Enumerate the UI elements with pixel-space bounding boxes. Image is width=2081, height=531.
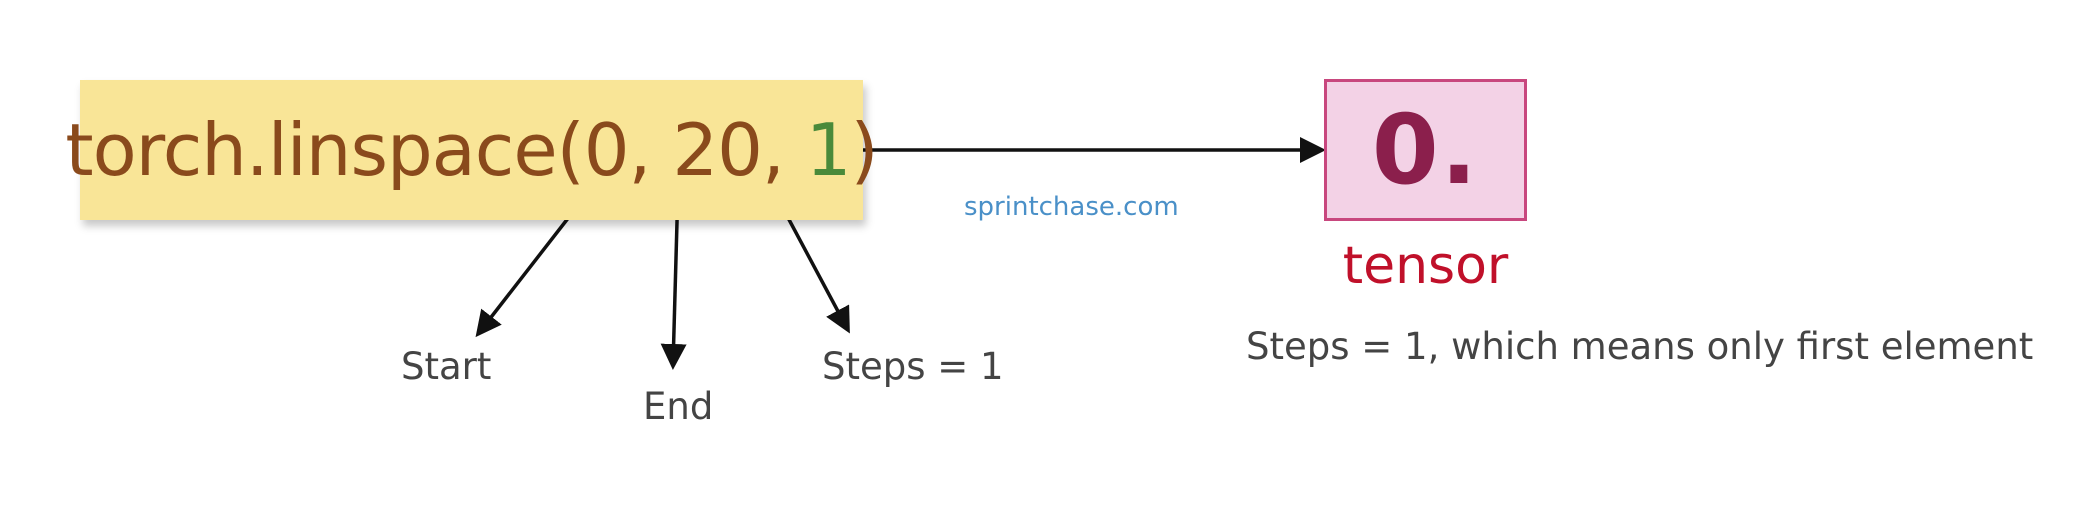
watermark: sprintchase.com [964, 192, 1179, 222]
tensor-value: 0. [1371, 94, 1480, 206]
code-box: torch.linspace(0, 20, 1) [65, 80, 879, 220]
end-label: End [643, 385, 714, 428]
code-prefix: torch.linspace(0, 20, [65, 108, 806, 192]
steps-label: Steps = 1 [822, 345, 1004, 388]
code-expression: torch.linspace(0, 20, 1) [65, 108, 879, 192]
code-suffix: ) [850, 108, 879, 192]
tensor-label: tensor [1342, 236, 1509, 296]
tensor-output-box: 0. [1324, 79, 1527, 221]
steps-note: Steps = 1, which means only first elemen… [1246, 325, 2034, 368]
code-steps-value: 1 [805, 108, 852, 192]
start-label: Start [401, 345, 492, 388]
